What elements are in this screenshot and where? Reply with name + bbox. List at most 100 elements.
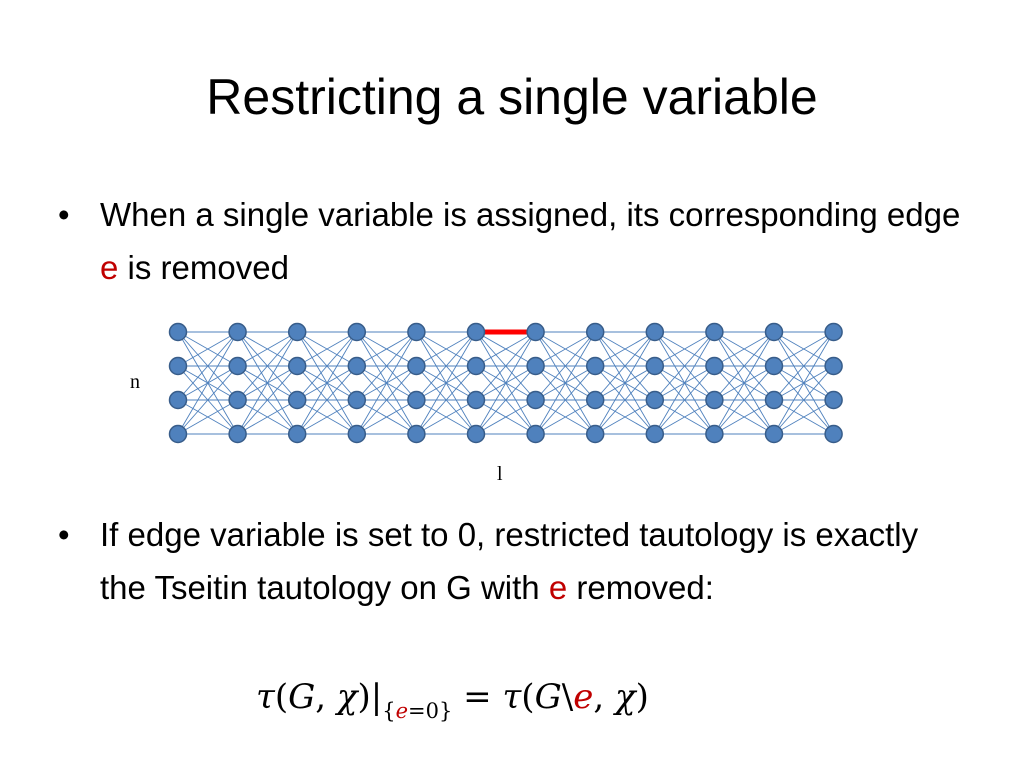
- graph-edge: [654, 331, 715, 401]
- graph-edge: [416, 331, 477, 401]
- graph-edge: [594, 399, 656, 435]
- formula-paren: (: [521, 677, 535, 717]
- bullet-2-text: If edge variable is set to 0, restricted…: [100, 508, 968, 614]
- graph-edge: [475, 331, 536, 401]
- graph-node: [407, 424, 426, 444]
- graph-edge: [535, 331, 596, 401]
- graph-node: [705, 322, 724, 342]
- graph-edge: [296, 365, 358, 435]
- graph-node: [466, 322, 486, 342]
- graph-edge: [773, 331, 834, 401]
- graph-edge: [296, 399, 358, 435]
- graph-node: [347, 390, 367, 410]
- graph-edge: [177, 331, 238, 435]
- bullet-2-part-3: removed:: [567, 569, 714, 606]
- graph-edge: [773, 331, 834, 435]
- graph-node: [287, 356, 307, 376]
- graph-edge: [296, 331, 358, 435]
- graph-edge: [356, 331, 417, 435]
- graph-edge: [594, 331, 656, 367]
- graph-edge: [475, 331, 536, 367]
- graph-node: [228, 390, 247, 410]
- formula-paren: (: [274, 677, 289, 717]
- graph-edge: [535, 399, 596, 435]
- graph-node: [645, 356, 665, 376]
- formula-sub-eq: =0: [408, 699, 439, 723]
- graph-node: [645, 322, 665, 342]
- layered-graph: n l: [130, 322, 843, 485]
- graph-edge: [535, 331, 596, 435]
- graph-edges: [177, 331, 834, 435]
- graph-node: [228, 424, 247, 444]
- graph-edge: [416, 365, 477, 435]
- graph-node: [228, 356, 247, 376]
- formula-equals: =: [452, 677, 503, 717]
- graph-edge: [594, 365, 656, 435]
- graph-edge: [177, 399, 238, 435]
- graph-node: [287, 322, 307, 342]
- graph-edge: [237, 331, 298, 367]
- slide-title: Restricting a single variable: [206, 69, 818, 125]
- formula-paren: ): [357, 677, 371, 717]
- formula-tau: τ: [256, 677, 275, 717]
- graph-edge: [654, 365, 715, 435]
- graph-edge: [714, 399, 775, 435]
- graph-node: [287, 424, 307, 444]
- label-n: n: [130, 371, 140, 393]
- formula-e: e: [573, 677, 594, 717]
- label-l: l: [497, 463, 503, 485]
- bullet-1-part-3: is removed: [118, 249, 289, 286]
- graph-edge: [356, 331, 417, 367]
- graph-edge: [237, 331, 298, 435]
- graph-node: [824, 390, 843, 410]
- tseitin-formula: τ(G, χ)|{e=0} = τ(G\e, χ): [256, 672, 649, 726]
- formula-chi: χ: [614, 677, 636, 717]
- graph-node: [824, 356, 843, 376]
- graph-edge: [237, 365, 298, 435]
- formula-chi: χ: [336, 677, 358, 717]
- formula-bar: |: [370, 677, 383, 717]
- graph-node: [705, 424, 724, 444]
- graph-node: [764, 322, 784, 342]
- graph-edge: [475, 399, 536, 435]
- graph-edge: [594, 331, 656, 435]
- graph-node: [705, 356, 724, 376]
- graph-edge: [177, 331, 238, 401]
- graph-edge: [356, 331, 417, 401]
- graph-edge: [654, 399, 715, 435]
- graph-edge: [296, 331, 358, 401]
- graph-edge: [237, 399, 298, 435]
- graph-node: [407, 322, 426, 342]
- graph-node: [764, 390, 784, 410]
- graph-edge: [714, 331, 775, 401]
- formula-backslash: \: [561, 677, 574, 717]
- graph-edge: [296, 331, 358, 367]
- graph-node: [168, 356, 188, 376]
- bullet-dot: •: [58, 516, 70, 553]
- graph-node: [347, 424, 367, 444]
- graph-node: [168, 322, 188, 342]
- graph-node: [585, 390, 605, 410]
- graph-edge: [356, 365, 417, 435]
- graph-node: [228, 322, 247, 342]
- graph-edge: [773, 399, 834, 435]
- bullet-2-part-1: If edge variable is set to 0, restricted…: [100, 516, 919, 606]
- graph-node: [466, 356, 486, 376]
- graph-edge: [356, 399, 417, 435]
- formula-G: G: [534, 677, 562, 717]
- formula-subscript: {e=0}: [382, 699, 452, 723]
- formula-brace: {: [382, 699, 396, 723]
- formula-sub-e: e: [395, 699, 409, 723]
- graph-edge: [714, 331, 775, 367]
- bullet-2-edge-e: e: [548, 569, 568, 606]
- formula-tau: τ: [502, 677, 522, 717]
- graph-node: [168, 390, 188, 410]
- bullet-2: • If edge variable is set to 0, restrict…: [58, 508, 968, 614]
- graph-node: [645, 424, 665, 444]
- graph-edge: [535, 365, 596, 435]
- formula-brace: }: [439, 699, 453, 723]
- graph-edge: [535, 331, 596, 367]
- graph-edge: [475, 365, 536, 435]
- graph-node: [407, 390, 426, 410]
- graph-edge: [177, 365, 238, 435]
